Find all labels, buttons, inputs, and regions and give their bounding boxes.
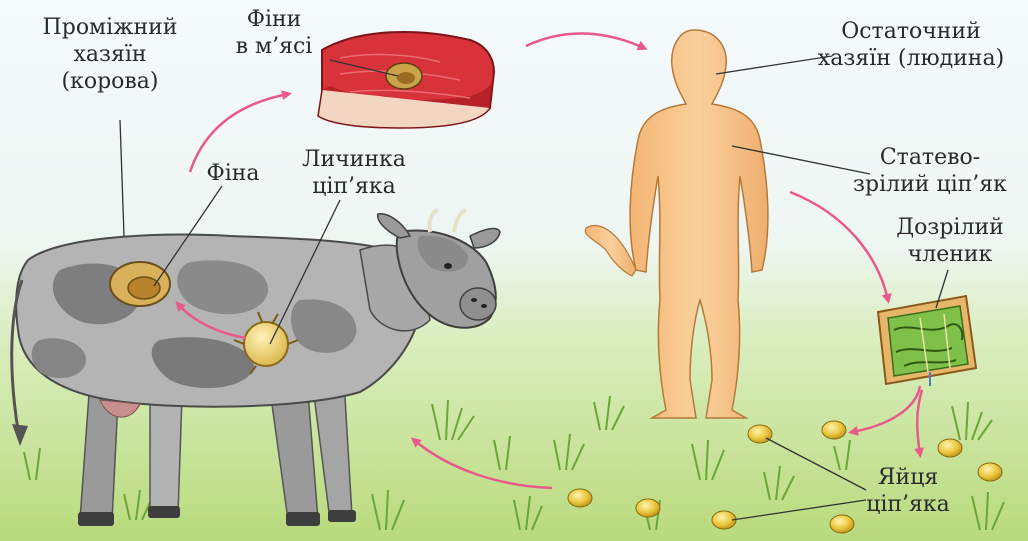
label-tapeworm-eggs: Яйця ціп’яка xyxy=(846,464,970,518)
label-intermediate-host: Проміжний хазяїн (корова) xyxy=(20,14,200,95)
meat-with-cysts xyxy=(318,32,494,128)
cyst-in-cow xyxy=(110,262,170,306)
label-cyst: Фіна xyxy=(188,160,278,187)
label-mature-tapeworm: Статево- зрілий ціп’як xyxy=(838,144,1022,198)
label-mature-segment: Дозрілий членик xyxy=(880,214,1020,268)
label-definitive-host: Остаточний хазяїн (людина) xyxy=(800,18,1022,72)
label-cysts-in-meat: Фіни в м’ясі xyxy=(214,6,334,60)
label-tapeworm-larva: Личинка ціп’яка xyxy=(284,146,424,200)
